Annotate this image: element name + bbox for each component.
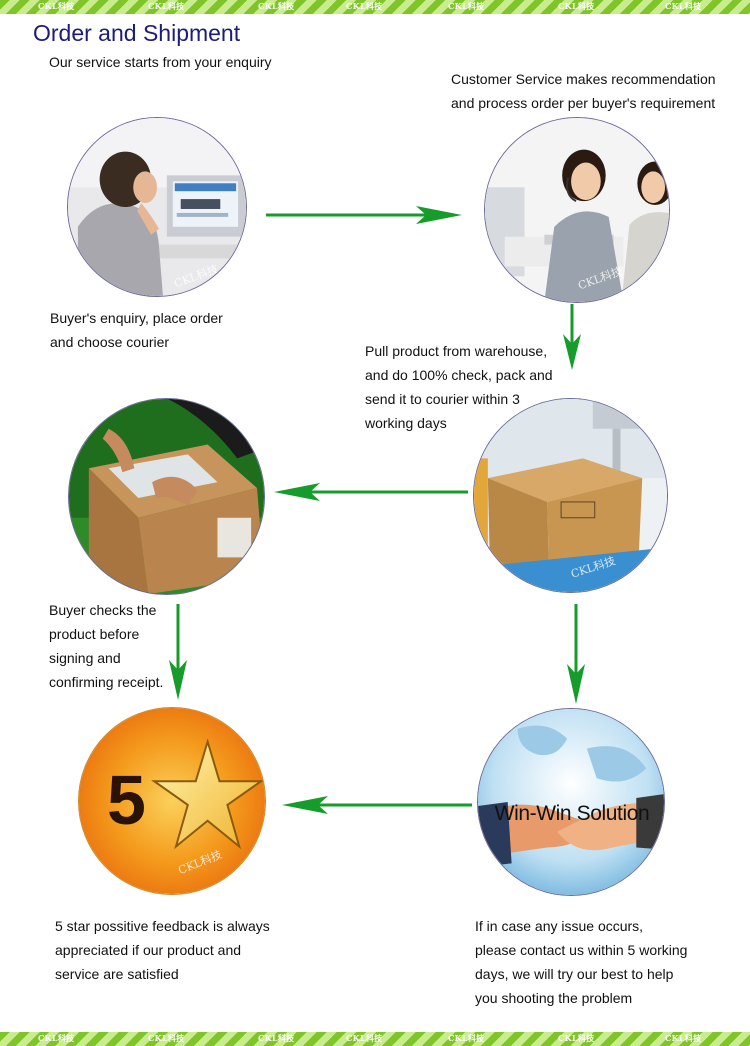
stripe-watermark: CKL科技 <box>346 1 383 11</box>
text-line: Pull product from warehouse, <box>365 343 548 359</box>
stripe-watermark: CKL科技 <box>258 1 295 11</box>
issue-text: If in case any issue occurs, please cont… <box>475 914 687 1010</box>
text-line: you shooting the problem <box>475 990 633 1006</box>
arrow-down-icon <box>169 604 187 700</box>
stripe-watermark: CKL科技 <box>448 1033 485 1043</box>
arrow-left-icon <box>282 796 472 814</box>
stripe-watermark: CKL科技 <box>148 1 185 11</box>
stripe-watermark: CKL科技 <box>346 1033 383 1043</box>
stripe-watermark: CKL科技 <box>148 1033 185 1043</box>
text-line: If in case any issue occurs, <box>475 918 644 934</box>
enquiry-text: Buyer's enquiry, place order and choose … <box>50 306 223 354</box>
text-line: product before <box>49 626 140 642</box>
customer-service-image: CKL科技 <box>484 117 670 303</box>
arrow-down-icon <box>567 604 585 704</box>
text-line: appreciated if our product and <box>55 942 242 958</box>
stripe-watermark: CKL科技 <box>665 1033 702 1043</box>
warehouse-box-image: CKL科技 <box>473 398 668 593</box>
text-line: days, we will try our best to help <box>475 966 674 982</box>
stripe-watermark: CKL科技 <box>258 1033 295 1043</box>
text-line: Buyer checks the <box>49 602 157 618</box>
arrow-down-icon <box>563 304 581 370</box>
handshake-image: Win-Win Solution <box>477 708 665 896</box>
five-star-image: 5 CKL科技 <box>78 707 266 895</box>
intro-text: Our service starts from your enquiry <box>49 54 272 70</box>
handshake-caption: Win-Win Solution <box>494 802 650 825</box>
bottom-decor-stripe: CKL科技 CKL科技 CKL科技 CKL科技 CKL科技 CKL科技 CKL科… <box>0 1032 750 1046</box>
text-line: send it to courier within 3 <box>365 391 520 407</box>
stripe-watermark: CKL科技 <box>665 1 702 11</box>
text-line: service are satisfied <box>55 966 179 982</box>
top-decor-stripe: CKL科技 CKL科技 CKL科技 CKL科技 CKL科技 CKL科技 CKL科… <box>0 0 750 14</box>
text-line: please contact us within 5 working <box>475 942 688 958</box>
stripe-watermark: CKL科技 <box>448 1 485 11</box>
text-line: Buyer's enquiry, place order <box>50 310 223 326</box>
warehouse-text: Pull product from warehouse, and do 100%… <box>365 339 553 435</box>
arrow-right-icon <box>266 206 462 224</box>
text-line: and do 100% check, pack and <box>365 367 553 383</box>
text-line: confirming receipt. <box>49 674 164 690</box>
text-line: and choose courier <box>50 334 170 350</box>
text-line: 5 star possitive feedback is always <box>55 918 270 934</box>
page-title: Order and Shipment <box>33 20 241 46</box>
rating-number: 5 <box>107 761 146 839</box>
stripe-watermark: CKL科技 <box>558 1 595 11</box>
text-line: signing and <box>49 650 121 666</box>
text-line: and process order per buyer's requiremen… <box>451 95 716 111</box>
buyer-checks-text: Buyer checks the product before signing … <box>49 598 163 694</box>
text-line: Customer Service makes recommendation <box>451 71 716 87</box>
woman-computer-image: CKL科技 <box>67 117 247 297</box>
customer-service-text: Customer Service makes recommendation an… <box>451 67 716 115</box>
arrow-left-icon <box>274 483 468 501</box>
stripe-watermark: CKL科技 <box>38 1033 75 1043</box>
text-line: working days <box>365 415 447 431</box>
stripe-watermark: CKL科技 <box>38 1 75 11</box>
stripe-watermark: CKL科技 <box>558 1033 595 1043</box>
feedback-text: 5 star possitive feedback is always appr… <box>55 914 270 986</box>
package-check-image <box>68 398 265 595</box>
